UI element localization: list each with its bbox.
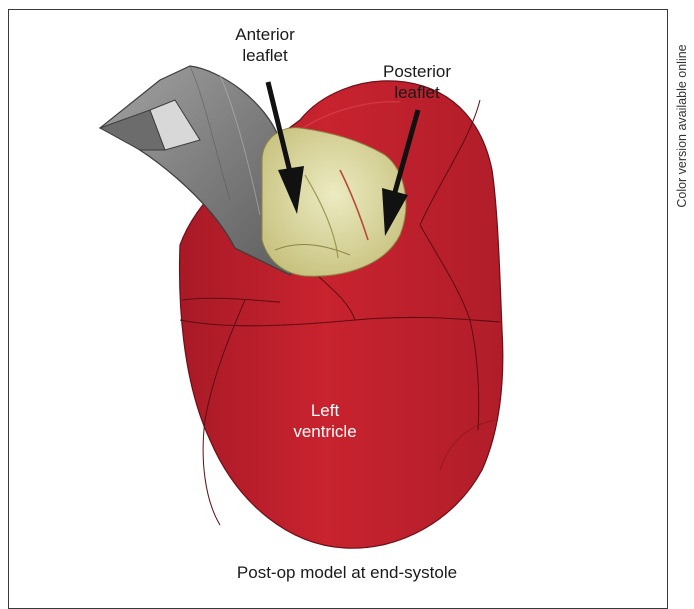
posterior-leaflet-label: Posterior leaflet [372,61,462,103]
anterior-leaflet-label: Anterior leaflet [220,24,310,66]
figure-caption: Post-op model at end-systole [0,563,694,583]
heart-model-illustration [0,0,694,589]
color-version-note: Color version available online [675,0,691,266]
left-ventricle-label: Left ventricle [280,400,370,442]
